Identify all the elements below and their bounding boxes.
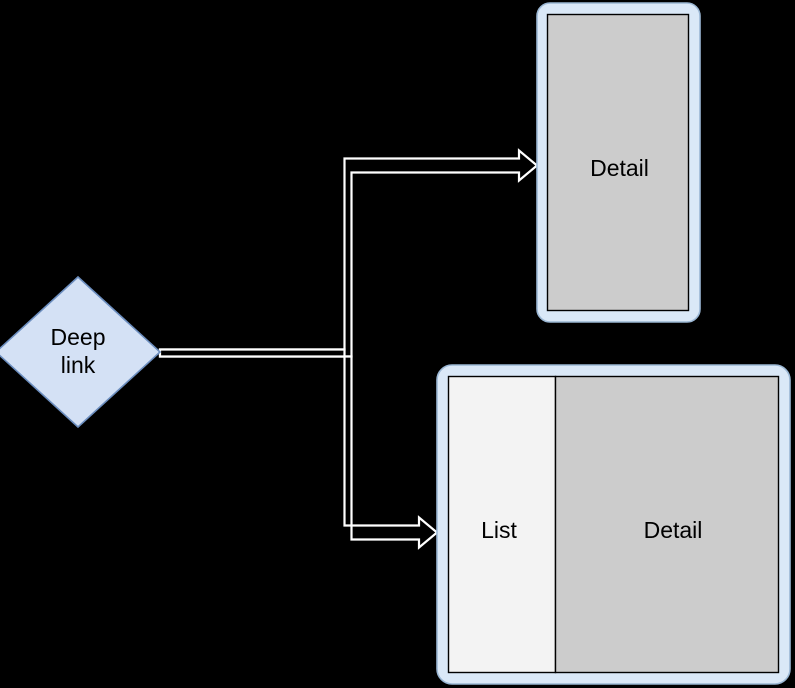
edge-to-tablet-path bbox=[158, 348, 439, 550]
node-deep-link[interactable] bbox=[0, 275, 162, 429]
node-phone[interactable] bbox=[536, 2, 701, 323]
tablet-detail-pane[interactable] bbox=[554, 375, 780, 674]
edge-to-phone-path bbox=[158, 148, 539, 358]
edge-to-tablet bbox=[158, 348, 439, 550]
phone-screen[interactable] bbox=[546, 13, 690, 312]
tablet-list-pane[interactable] bbox=[447, 375, 557, 674]
node-tablet[interactable] bbox=[436, 364, 791, 685]
edge-to-phone bbox=[158, 148, 539, 358]
diamond-shape[interactable] bbox=[0, 275, 162, 429]
